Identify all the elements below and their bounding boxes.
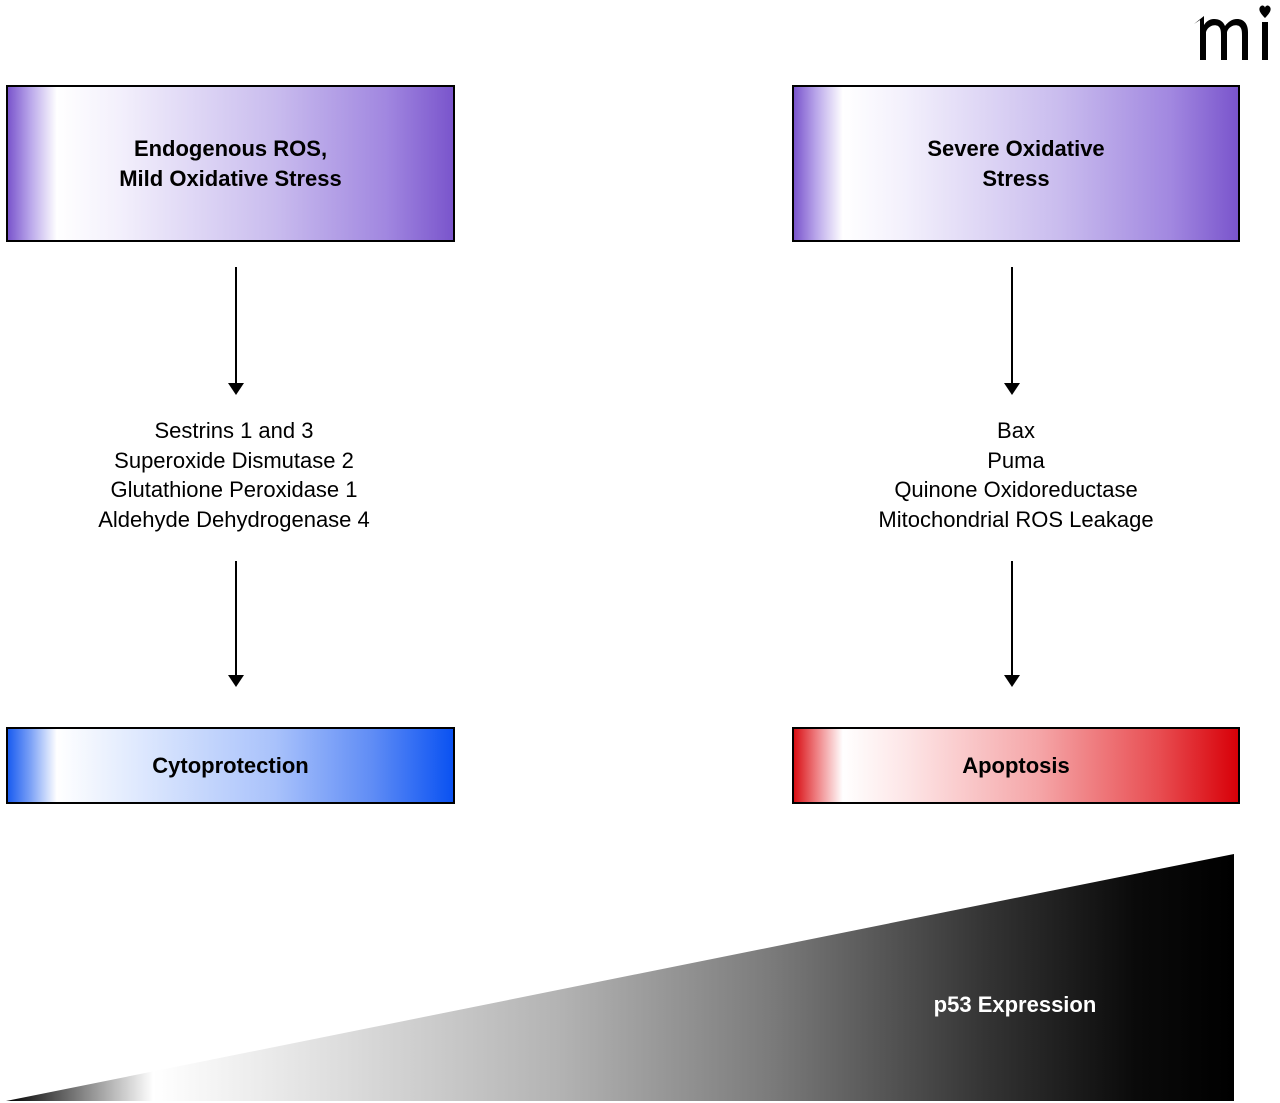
arrow-down-icon [228, 267, 244, 395]
list-item: Superoxide Dismutase 2 [114, 447, 354, 473]
outcome-box-cytoprotection: Cytoprotection [6, 727, 455, 804]
stimulus-line-1: Endogenous ROS, [133, 135, 328, 161]
arrow-down-icon [228, 561, 244, 687]
arrow-down-icon [1004, 561, 1020, 687]
list-item: Puma [987, 447, 1045, 473]
journal-logo [1194, 5, 1271, 60]
stimulus-box-mild-stress: Endogenous ROS, Mild Oxidative Stress [6, 85, 455, 242]
p53-expression-label: p53 Expression [933, 992, 1097, 1017]
list-item: Glutathione Peroxidase 1 [110, 477, 358, 502]
p53-gradient-wedge [6, 854, 1234, 1101]
target-gene-list-left: Sestrins 1 and 3 Superoxide Dismutase 2 … [4, 416, 464, 534]
outcome-label: Apoptosis [962, 752, 1070, 778]
arrow-down-icon [1004, 267, 1020, 395]
stimulus-line-2: Mild Oxidative Stress [119, 165, 342, 191]
list-item: Bax [997, 418, 1035, 443]
target-gene-list-right: Bax Puma Quinone Oxidoreductase Mitochon… [786, 416, 1246, 534]
outcome-label: Cytoprotection [152, 752, 309, 778]
stimulus-line-2: Stress [982, 165, 1050, 191]
stimulus-line-1: Severe Oxidative [927, 135, 1105, 161]
list-item: Sestrins 1 and 3 [154, 418, 314, 443]
outcome-box-apoptosis: Apoptosis [792, 727, 1240, 804]
list-item: Aldehyde Dehydrogenase 4 [98, 506, 370, 532]
stimulus-box-severe-stress: Severe Oxidative Stress [792, 85, 1240, 242]
list-item: Quinone Oxidoreductase [894, 477, 1138, 502]
list-item: Mitochondrial ROS Leakage [878, 506, 1154, 532]
